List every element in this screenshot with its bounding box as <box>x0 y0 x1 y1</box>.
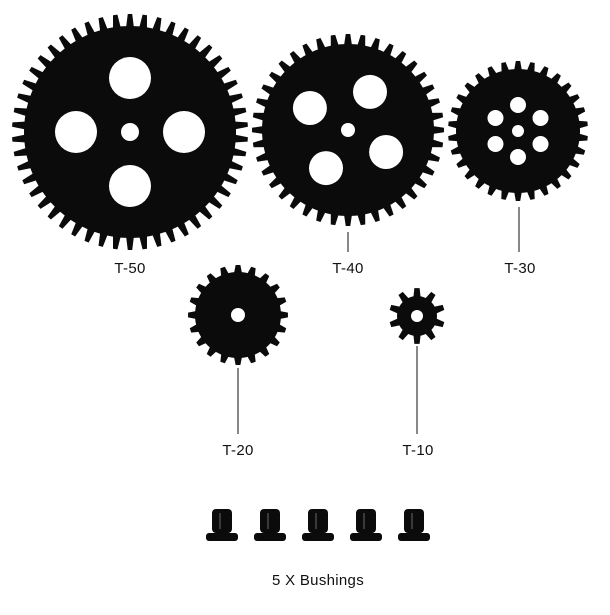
label-t50: T-50 <box>114 260 146 277</box>
gear-t30-lightening-hole <box>487 136 504 152</box>
gear-t20 <box>188 265 288 365</box>
gear-t50-lightening-hole <box>109 165 151 207</box>
bushing <box>350 509 382 541</box>
bushing <box>302 509 334 541</box>
gear-t30-lightening-hole <box>510 149 526 165</box>
gear-t10-axle-hole <box>411 310 423 322</box>
gear-t50 <box>12 14 248 250</box>
gear-t40-lightening-hole <box>353 74 387 109</box>
bushing <box>254 509 286 541</box>
gear-t50-axle-hole <box>121 123 139 141</box>
label-t40: T-40 <box>332 260 364 277</box>
gear-t50-lightening-hole <box>109 57 151 99</box>
gear-t40-axle-hole <box>341 123 355 137</box>
gear-t30 <box>448 61 588 201</box>
gear-t30-lightening-hole <box>487 110 504 126</box>
label-t20: T-20 <box>222 442 254 459</box>
gear-t50-lightening-hole <box>163 111 205 153</box>
gear-t40 <box>252 34 444 226</box>
gears-layer <box>12 14 588 365</box>
gear-t30-lightening-hole <box>532 110 549 126</box>
gear-t10 <box>389 288 445 344</box>
gear-t30-lightening-hole <box>510 97 526 113</box>
gear-t30-axle-hole <box>512 125 524 137</box>
bushing <box>206 509 238 541</box>
gear-t40-lightening-hole <box>369 135 404 169</box>
gear-t30-lightening-hole <box>532 136 549 152</box>
label-t10: T-10 <box>402 442 434 459</box>
bushings-group <box>206 509 430 541</box>
gear-t40-lightening-hole <box>292 91 327 125</box>
bushing <box>398 509 430 541</box>
label-t30: T-30 <box>504 260 536 277</box>
gear-t40-lightening-hole <box>309 151 343 186</box>
gear-t20-axle-hole <box>231 308 245 322</box>
gear-t50-lightening-hole <box>55 111 97 153</box>
label-bushings: 5 X Bushings <box>272 572 364 589</box>
leader-lines <box>237 207 520 434</box>
